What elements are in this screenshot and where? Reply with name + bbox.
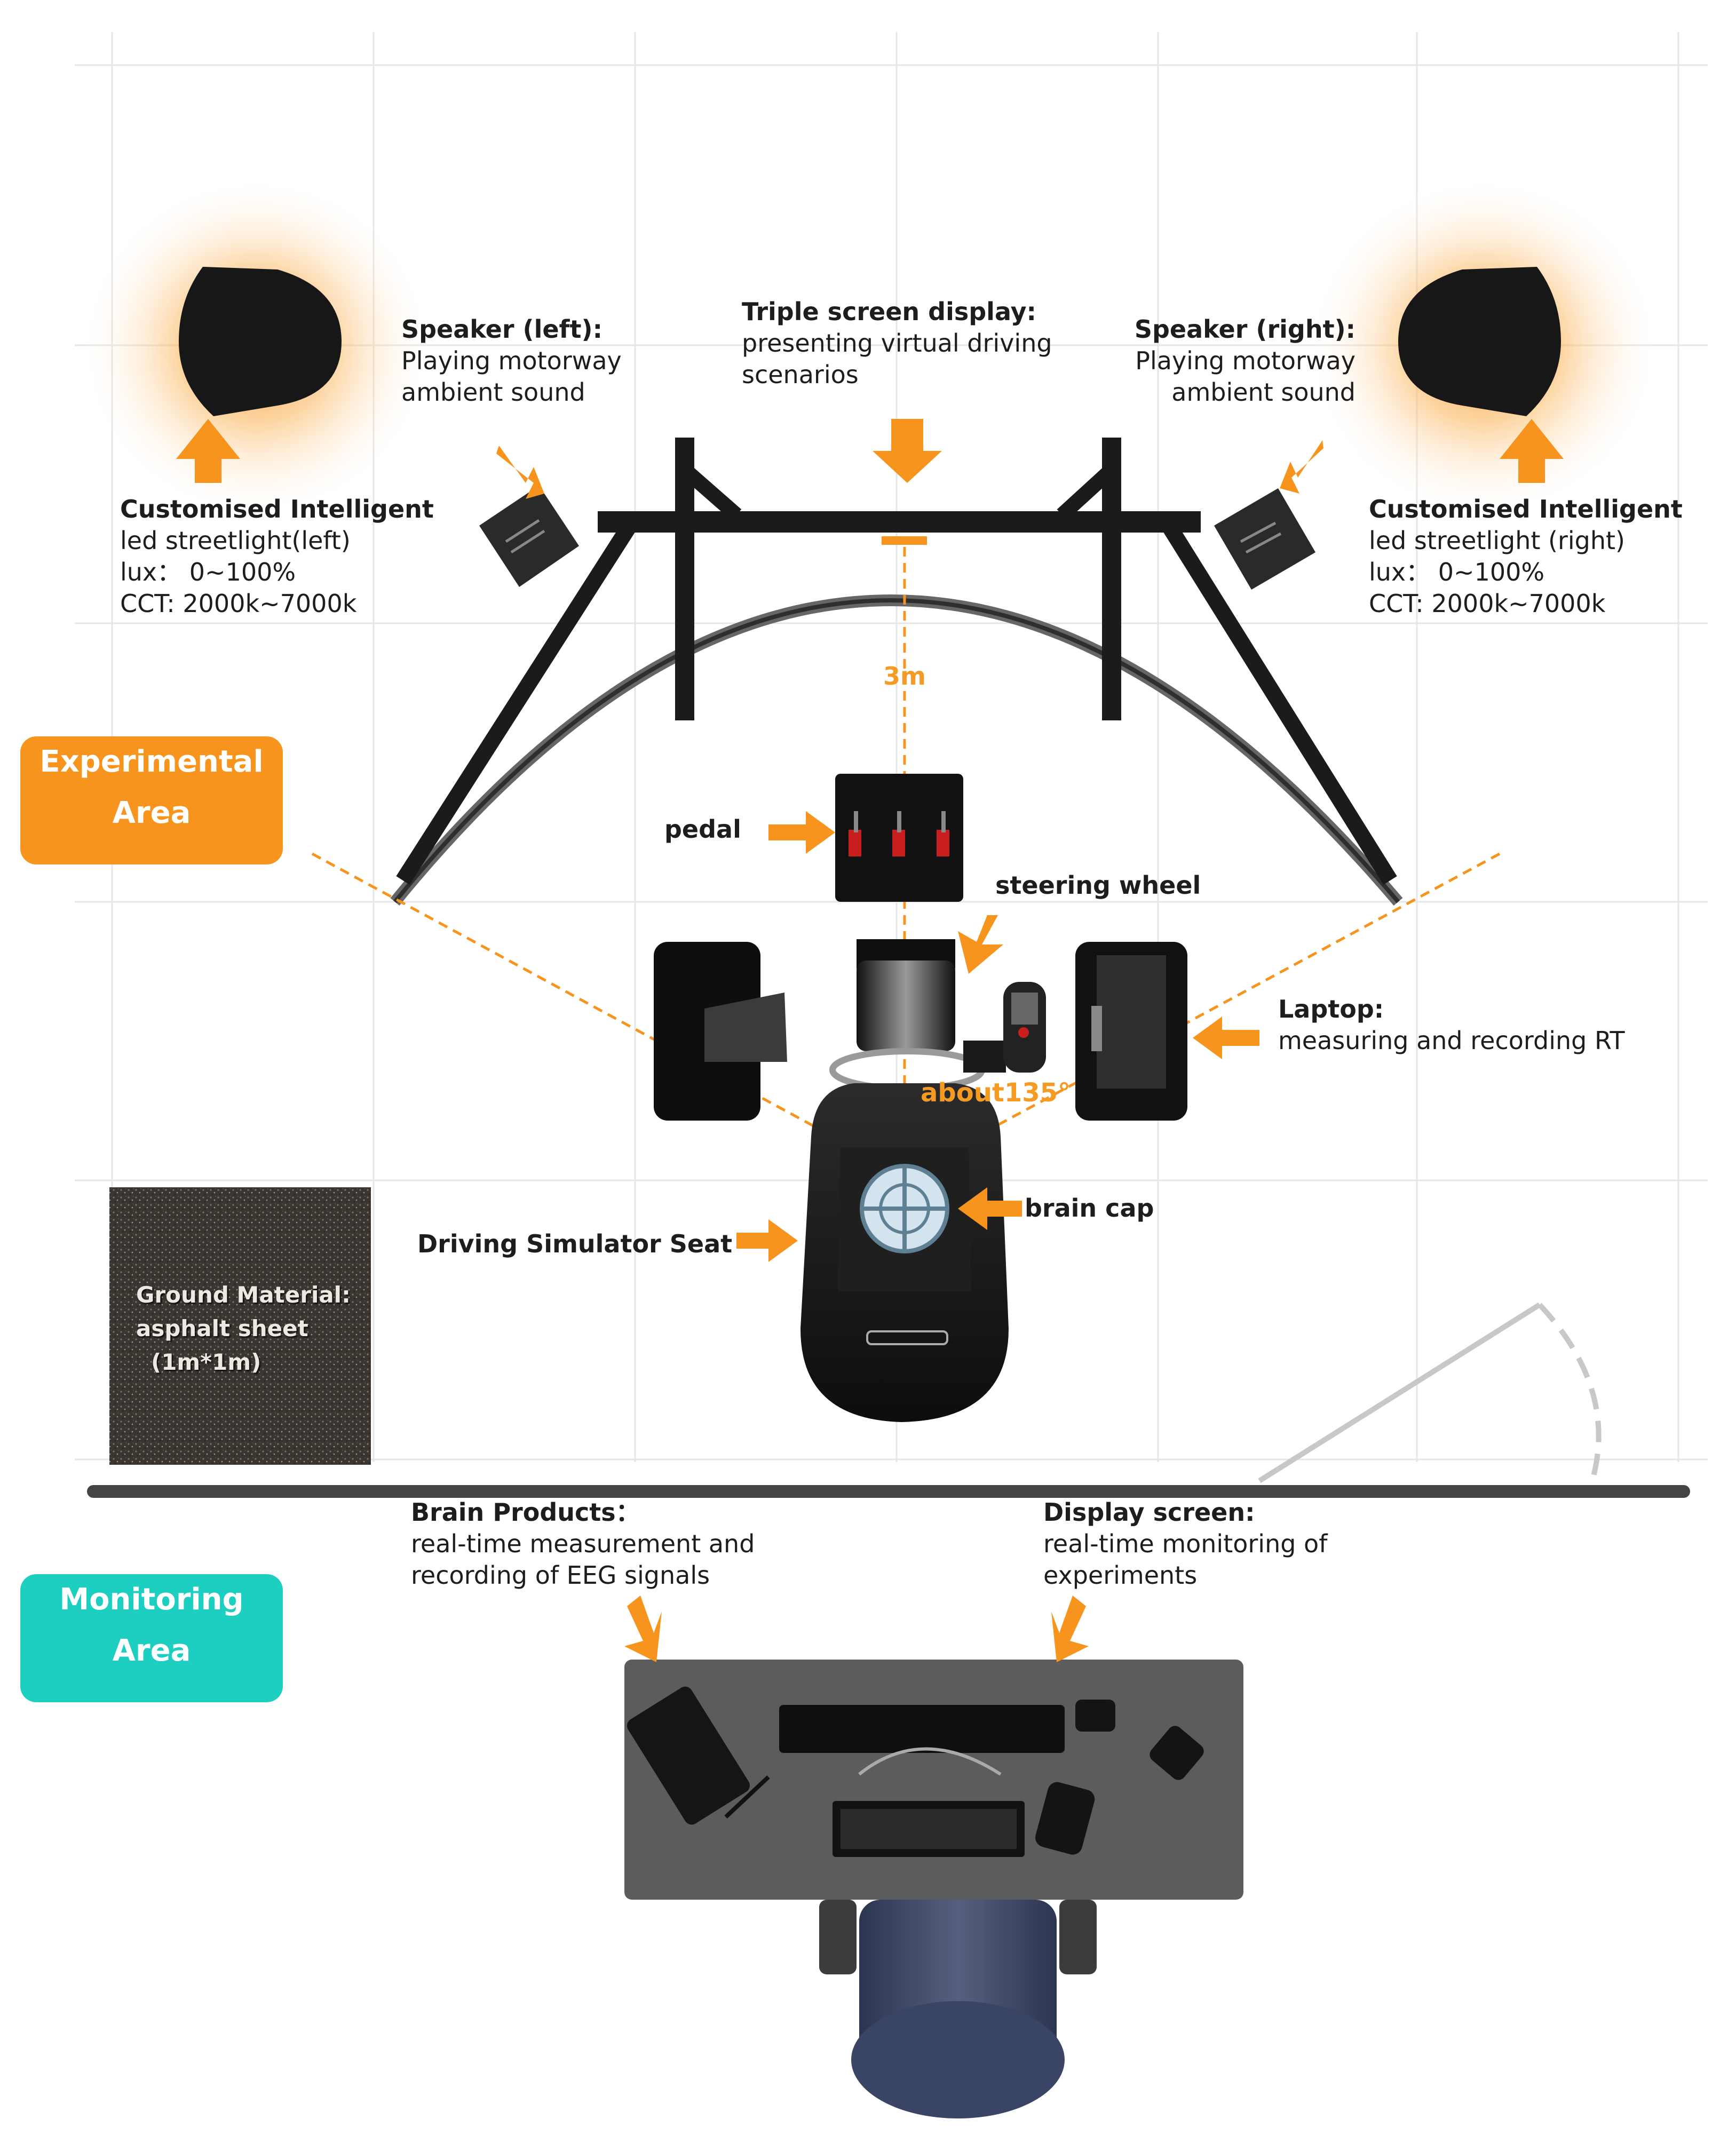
experimental-area-tag: Experimental Area [20, 736, 283, 864]
display-screen-line2: experiments [1043, 1560, 1198, 1590]
brain-products-title: Brain Products： [411, 1498, 640, 1527]
display-screen-label: Display screen: real-time monitoring of … [1043, 1497, 1327, 1591]
seat-label: Driving Simulator Seat [417, 1228, 732, 1260]
light-right-line1: led streetlight (right) [1369, 526, 1625, 555]
experimental-area-line1: Experimental [39, 744, 264, 779]
brain-cap-text: brain cap [1025, 1194, 1154, 1223]
speaker-right-title: Speaker (right): [1134, 315, 1355, 344]
mouse-icon [1035, 1700, 1204, 1855]
ground-line2: asphalt sheet [136, 1315, 308, 1342]
shifter-icon [1003, 982, 1046, 1073]
laptop-line1: measuring and recording RT [1278, 1026, 1625, 1055]
ground-line3: (1m*1m) [151, 1349, 261, 1375]
light-right-line3: CCT: 2000k~7000k [1369, 589, 1606, 618]
speaker-left-title: Speaker (left): [401, 315, 603, 344]
monitor-icon [654, 942, 787, 1121]
laptop-label: Laptop: measuring and recording RT [1278, 994, 1625, 1057]
speaker-left-line1: Playing motorway [401, 346, 622, 375]
pedal-label: pedal [664, 814, 741, 845]
triple-screen-label: Triple screen display: presenting virtua… [742, 296, 1052, 391]
triple-screen-icon [390, 438, 1403, 906]
speaker-left-line2: ambient sound [401, 377, 585, 407]
speaker-right-label: Speaker (right): Playing motorway ambien… [1089, 314, 1355, 408]
speaker-icon [1214, 488, 1315, 590]
light-right-title: Customised Intelligent [1369, 495, 1683, 523]
light-left-line2: lux： 0~100% [120, 557, 296, 586]
office-chair-icon [819, 1900, 1097, 2118]
brain-products-line1: real-time measurement and [411, 1529, 755, 1558]
angle-label: about135° [921, 1078, 1071, 1108]
seat-text: Driving Simulator Seat [417, 1229, 733, 1258]
laptop-icon [1075, 942, 1187, 1121]
ground-label: Ground Material: asphalt sheet (1m*1m) [136, 1278, 351, 1379]
pedal-icon [835, 774, 963, 902]
light-right-label: Customised Intelligent led streetlight (… [1369, 494, 1683, 620]
asphalt-sample [109, 1187, 371, 1465]
tablet-icon [627, 1686, 770, 1825]
speaker-right-line1: Playing motorway [1135, 346, 1355, 375]
steering-wheel-label: steering wheel [995, 870, 1201, 901]
display-screen-title: Display screen: [1043, 1498, 1255, 1527]
distance-label: 3m [883, 662, 926, 690]
speaker-right-line2: ambient sound [1171, 377, 1355, 407]
experimental-area-line2: Area [112, 796, 191, 831]
brain-cap-label: brain cap [1025, 1193, 1154, 1224]
brain-products-line2: recording of EEG signals [411, 1560, 710, 1590]
pedal-text: pedal [664, 815, 741, 844]
speaker-icon [479, 486, 579, 587]
monitoring-area-tag: Monitoring Area [20, 1574, 283, 1702]
streetlight-icon [1307, 176, 1660, 518]
keyboard-icon [833, 1801, 1025, 1857]
brain-products-label: Brain Products： real-time measurement an… [411, 1497, 755, 1591]
ground-line1: Ground Material: [136, 1282, 351, 1308]
light-right-line2: lux： 0~100% [1369, 557, 1545, 586]
brain-cap-icon [860, 1164, 949, 1253]
monitoring-area-line2: Area [112, 1633, 191, 1669]
streetlight-icon [80, 176, 432, 518]
monitoring-area-line1: Monitoring [59, 1582, 244, 1617]
speaker-left-label: Speaker (left): Playing motorway ambient… [401, 314, 622, 408]
display-screen-line1: real-time monitoring of [1043, 1529, 1328, 1558]
light-left-line1: led streetlight(left) [120, 526, 351, 555]
triple-screen-line2: scenarios [742, 360, 859, 389]
triple-screen-title: Triple screen display: [742, 297, 1036, 326]
light-left-label: Customised Intelligent led streetlight(l… [120, 494, 434, 620]
light-left-title: Customised Intelligent [120, 495, 434, 523]
laptop-title: Laptop: [1278, 995, 1384, 1023]
triple-screen-line1: presenting virtual driving [742, 328, 1052, 358]
steering-wheel-text: steering wheel [995, 871, 1201, 900]
monitor-icon [779, 1705, 1065, 1776]
light-left-line3: CCT: 2000k~7000k [120, 589, 357, 618]
door-icon [1258, 1302, 1602, 1483]
arrow-icon [176, 419, 1564, 1662]
